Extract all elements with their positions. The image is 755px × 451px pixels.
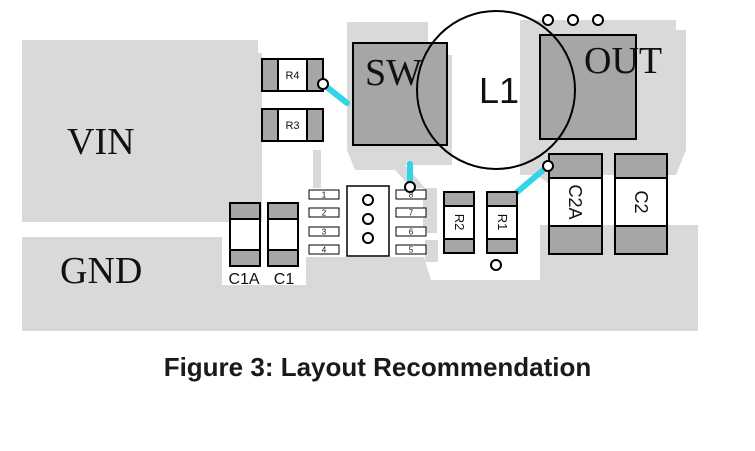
pin-number: 5: [409, 246, 414, 255]
pin-number: 6: [409, 228, 414, 237]
r4-label: R4: [285, 70, 299, 82]
pin-number: 8: [409, 191, 414, 200]
trace-out-r1: [513, 163, 551, 196]
vin-label: VIN: [67, 121, 135, 163]
resistor-r1: [486, 191, 518, 254]
r1-label: R1: [495, 214, 510, 231]
c1-label: C1: [274, 271, 295, 288]
out-pad: [539, 34, 637, 140]
ic-pin-numbers: 1 2 3 4 8 7 6 5: [322, 191, 414, 255]
inductor-l1-outline: [416, 10, 576, 170]
c2-label: C2: [631, 190, 651, 213]
inductor-label: L1: [479, 70, 519, 111]
resistor-r4: [261, 58, 324, 92]
capacitor-c2a: [548, 153, 603, 255]
r3-label: R3: [285, 120, 299, 132]
pin-number: 1: [322, 191, 327, 200]
ground-notch: [425, 240, 438, 262]
ground-strip: [313, 150, 321, 188]
r2-label: R2: [452, 214, 467, 231]
gnd-pour: [22, 225, 698, 331]
pin-number: 7: [409, 209, 414, 218]
capacitor-c1a: [229, 202, 261, 267]
pin-number: 3: [322, 228, 327, 237]
resistor-r2: [443, 191, 475, 254]
pin-number: 4: [322, 246, 327, 255]
c2a-label: C2A: [565, 184, 585, 219]
c1a-label: C1A: [228, 271, 259, 288]
capacitor-c1: [267, 202, 299, 267]
ic-vias: [362, 194, 374, 244]
pin-number: 2: [322, 209, 327, 218]
resistor-r3: [261, 108, 324, 142]
sw-label: SW: [365, 52, 422, 94]
vias: [317, 14, 604, 271]
sw-pad: [352, 42, 448, 146]
out-label: OUT: [584, 40, 662, 82]
figure-caption: Figure 3: Layout Recommendation: [163, 352, 592, 382]
vin-pour: [22, 40, 262, 222]
ic-pin-pads: [308, 189, 427, 255]
capacitor-c2: [614, 153, 668, 255]
gnd-label: GND: [60, 250, 142, 292]
